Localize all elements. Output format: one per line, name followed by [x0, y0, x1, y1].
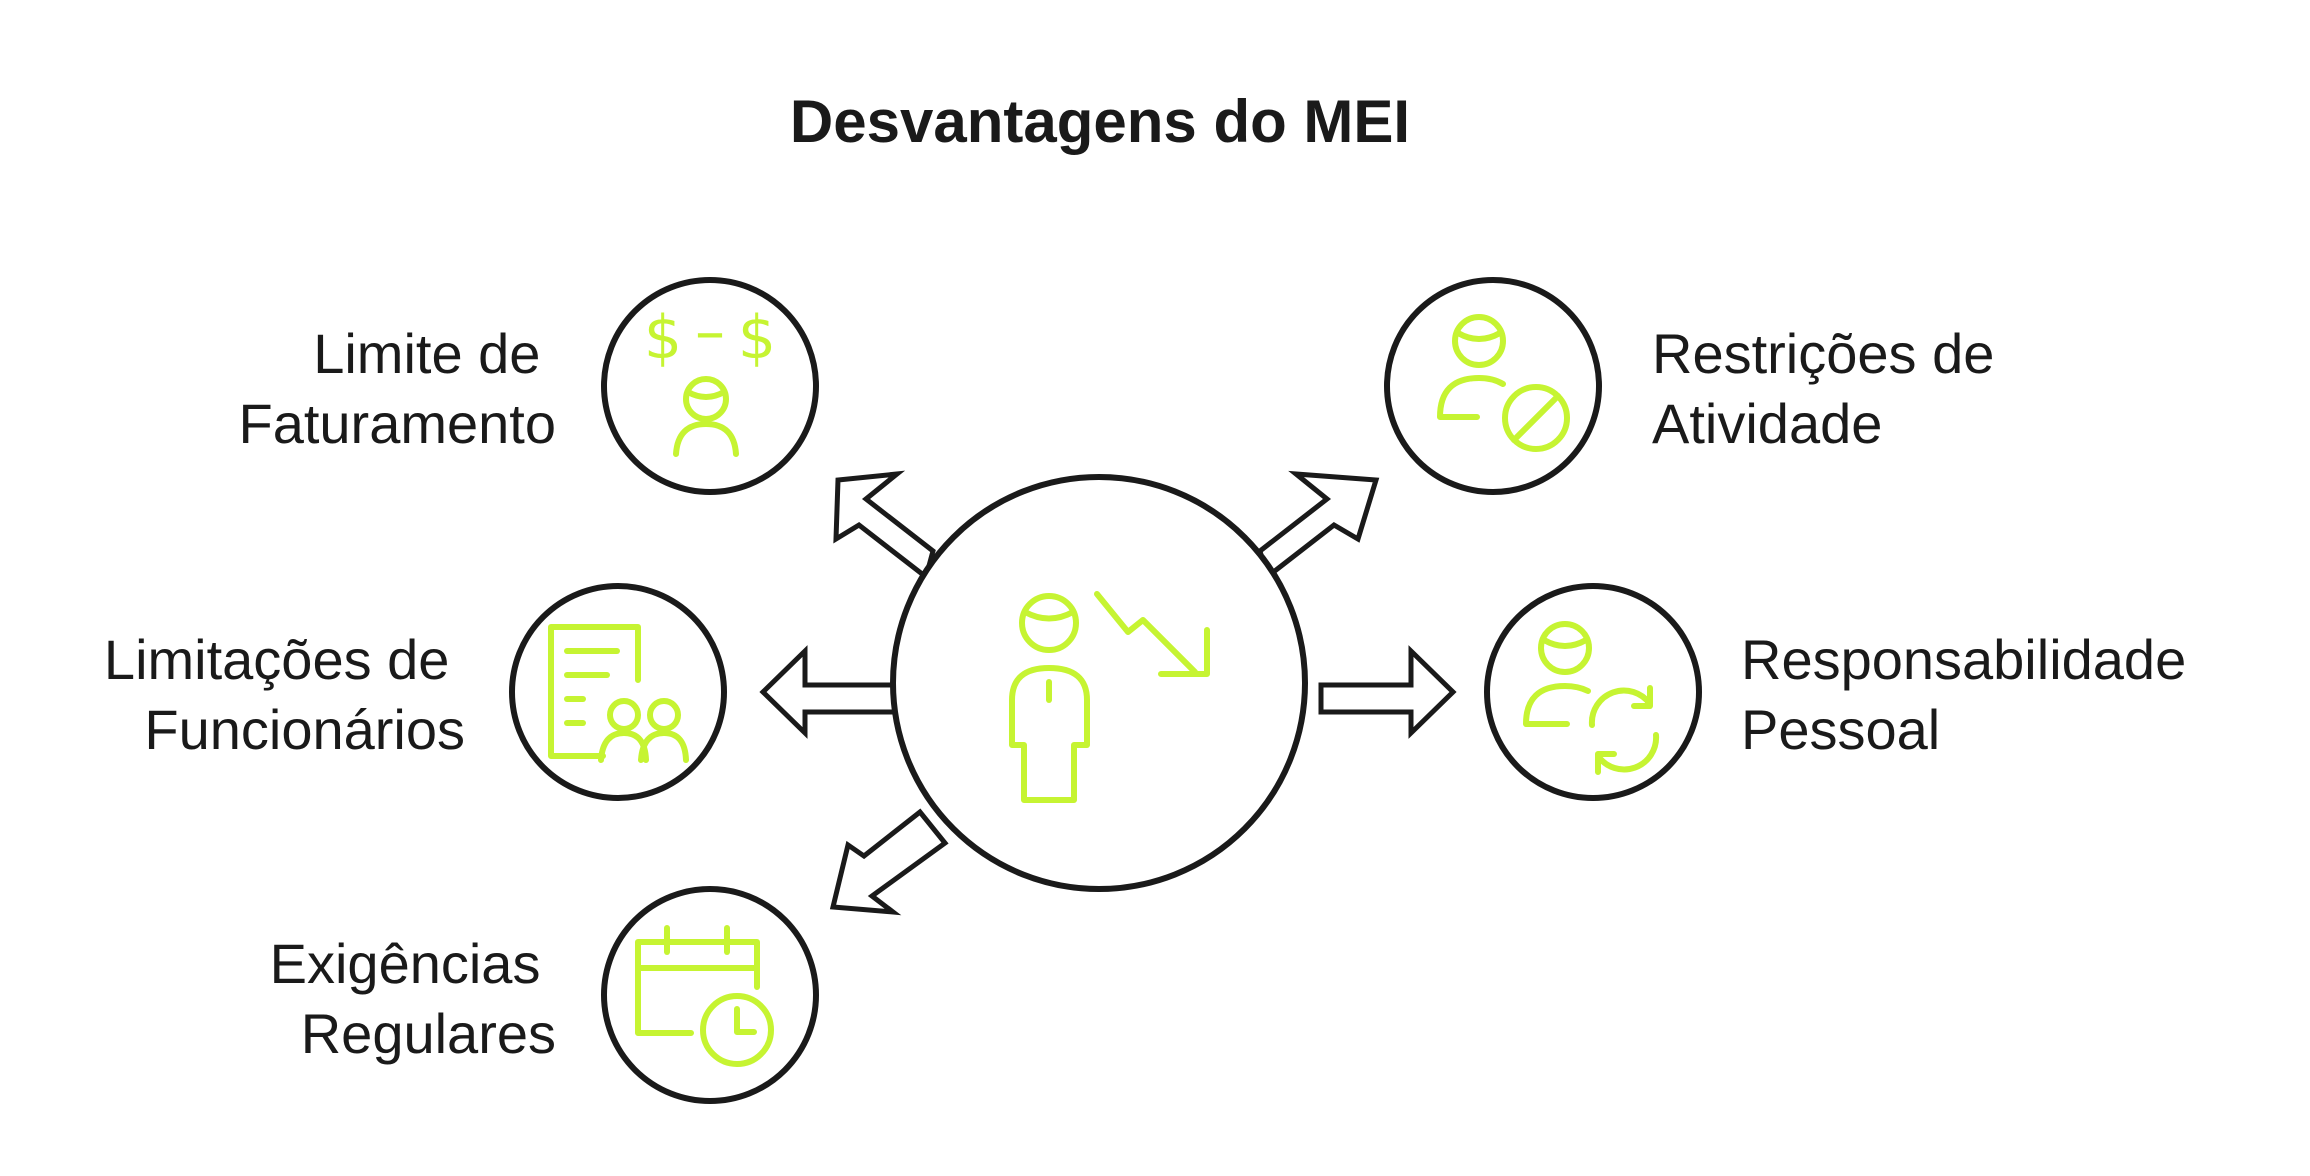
dollar-sign-icon: $: [644, 303, 682, 373]
arrow-to-exigencias-regulares: [829, 808, 949, 916]
node-responsabilidade-pessoal: [1484, 583, 1702, 801]
person-cycle-icon: [1523, 621, 1660, 775]
arrow-to-restricoes-atividade: [1257, 470, 1380, 582]
diagram-title: Desvantagens do MEI: [790, 88, 1410, 155]
center-hub: [890, 474, 1308, 892]
label-restricoes-atividade: Restrições de Atividade: [1652, 322, 2010, 455]
arrow-to-responsabilidade-pessoal: [1318, 645, 1457, 739]
label-responsabilidade-pessoal: Responsabilidade Pessoal: [1741, 628, 2202, 761]
person-declining-trend-icon: [1009, 591, 1210, 803]
minus-sign-icon: –: [695, 297, 725, 367]
person-prohibited-icon: [1437, 314, 1570, 452]
label-exigencias-regulares: Exigências Regulares: [270, 932, 556, 1065]
arrow-to-limite-faturamento: [833, 470, 936, 582]
label-limite-faturamento: Limite de Faturamento: [239, 322, 557, 455]
node-limitacoes-funcionarios: [509, 583, 727, 801]
calendar-clock-icon: [635, 925, 774, 1067]
arrow-to-limitacoes-funcionarios: [759, 645, 898, 739]
node-restricoes-atividade: [1384, 277, 1602, 495]
label-limitacoes-funcionarios: Limitações de Funcionários: [104, 628, 465, 761]
dollar-sign-icon: $: [738, 303, 776, 373]
revenue-limit-icon: $ – $: [644, 297, 776, 457]
document-team-icon: [548, 624, 689, 763]
node-exigencias-regulares: [601, 886, 819, 1104]
node-limite-faturamento: $ – $: [601, 277, 819, 495]
